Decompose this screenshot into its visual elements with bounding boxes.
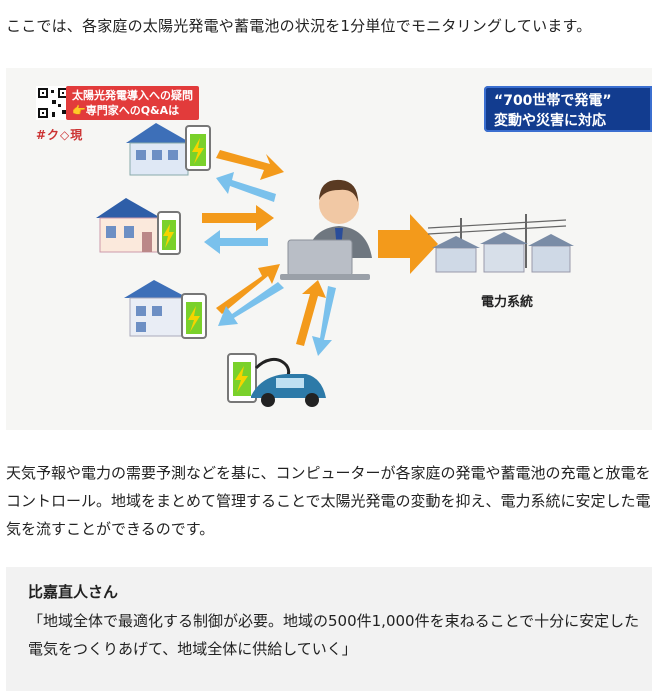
banner-line-2: 変動や災害に対応 (494, 113, 606, 129)
control-arrows (204, 172, 336, 356)
body-paragraph: 天気予報や電力の需要予測などを基に、コンピューターが各家庭の発電や蓄電池の充電と… (6, 464, 651, 538)
grid-label: 電力系統 (481, 295, 534, 310)
grid-arrow (378, 214, 438, 274)
power-grid-icon (427, 214, 574, 273)
battery-icon-3 (181, 293, 207, 339)
house-icon-1 (126, 123, 191, 176)
ev-charger-icon (227, 353, 291, 403)
program-logo: #ク◇現 (36, 128, 84, 142)
qa-badge[interactable]: 太陽光発電導入への疑問 👉専門家へのQ&Aは (66, 86, 199, 120)
banner-line-1: “700世帯で発電” (494, 93, 612, 109)
battery-icon-2 (157, 211, 181, 255)
quote-box: 比嘉直人さん 「地域全体で最適化する制御が必要。地域の500件1,000件を束ね… (6, 567, 652, 691)
speaker-name: 比嘉直人さん (28, 583, 119, 601)
energy-diagram-image: 太陽光発電導入への疑問 👉専門家へのQ&Aは #ク◇現 “700世帯で発電” 変… (6, 68, 652, 430)
badge-line-1: 太陽光発電導入への疑問 (72, 89, 193, 102)
battery-icon-1 (185, 125, 211, 171)
operator-icon (280, 179, 372, 280)
electric-car-icon (251, 374, 326, 407)
house-icon-3 (124, 280, 188, 337)
quote-text: 「地域全体で最適化する制御が必要。地域の500件1,000件を束ねることで十分に… (28, 612, 640, 658)
qr-code-icon[interactable] (36, 86, 70, 120)
supply-arrows (202, 150, 326, 346)
intro-paragraph: ここでは、各家庭の太陽光発電や蓄電池の状況を1分単位でモニタリングしています。 (6, 17, 592, 35)
badge-line-2: 👉専門家へのQ&Aは (72, 104, 180, 117)
caption-banner: “700世帯で発電” 変動や災害に対応 (484, 86, 652, 132)
house-icon-2 (96, 198, 161, 253)
diagram-graphic (96, 123, 574, 407)
